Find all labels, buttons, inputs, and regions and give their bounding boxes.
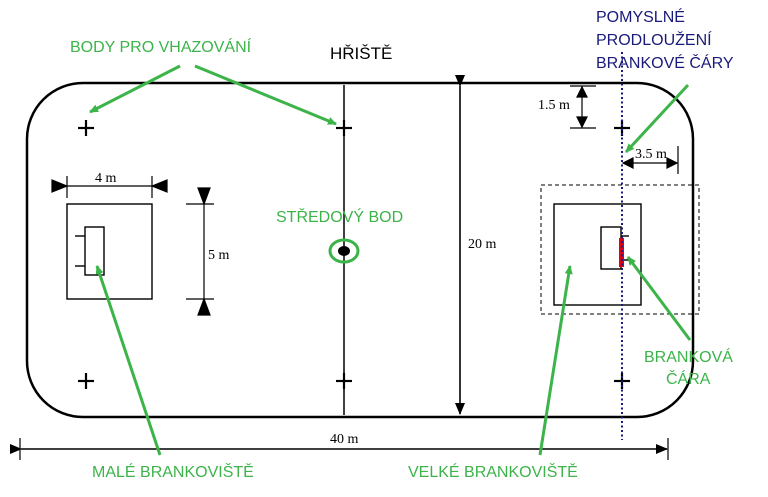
dim-faceoff-offset-label: 1.5 m xyxy=(538,98,570,113)
label-imaginary-extension-2: PRODLOUŽENÍ xyxy=(596,30,712,49)
faceoff-cross-bottom-center xyxy=(336,373,352,389)
right-large-area-dashed xyxy=(540,184,700,315)
dim-width-label: 20 m xyxy=(468,237,497,252)
label-imaginary-extension-1: POMYSLNÉ xyxy=(596,7,685,26)
dim-goal-line-offset xyxy=(621,146,679,174)
goal-line-red xyxy=(619,238,624,267)
arrow-to-faceoff-left xyxy=(89,64,181,114)
faceoff-cross-bottom-left xyxy=(78,373,94,389)
left-goal-area xyxy=(66,203,153,300)
label-center-point: STŘEDOVÝ BOD xyxy=(276,207,403,226)
dim-length-label: 40 m xyxy=(330,432,359,447)
annotation-arrows xyxy=(89,64,692,456)
left-goal-cage xyxy=(84,226,105,276)
arrow-to-faceoff-center xyxy=(194,64,337,126)
dim-area-height xyxy=(186,187,214,316)
left-goal-posts xyxy=(75,235,85,267)
label-faceoff-points: BODY PRO VHAZOVÁNÍ xyxy=(70,37,252,56)
label-goal-line-1: BRANKOVÁ xyxy=(644,347,733,366)
arrow-to-goal-line xyxy=(626,256,692,341)
faceoff-cross-top-center xyxy=(336,120,352,136)
center-dot xyxy=(338,246,350,256)
right-goal-cage xyxy=(600,226,622,270)
label-large-area: VELKÉ BRANKOVIŠTĚ xyxy=(408,462,578,481)
dim-faceoff-offset xyxy=(570,85,596,129)
right-goal-area xyxy=(553,203,642,306)
arrow-to-large-area xyxy=(538,265,573,456)
faceoff-cross-top-left xyxy=(78,120,94,136)
label-small-area: MALÉ BRANKOVIŠTĚ xyxy=(92,462,254,481)
dim-goal-line-offset-label: 3.5 m xyxy=(635,147,667,162)
label-goal-line-2: ČÁRA xyxy=(666,369,711,388)
arrow-to-small-area xyxy=(95,265,162,456)
dim-area-width-label: 4 m xyxy=(95,171,117,186)
dim-area-height-label: 5 m xyxy=(208,248,230,263)
center-highlight-ring xyxy=(328,238,360,264)
arrow-to-goal-extension xyxy=(624,83,690,154)
label-imaginary-extension-3: BRANKOVÉ ČÁRY xyxy=(596,53,734,72)
dim-area-width xyxy=(51,176,168,198)
rink-boundary xyxy=(25,81,695,419)
dim-length xyxy=(10,438,669,460)
faceoff-points xyxy=(78,120,630,389)
rink-title: HŘIŠTĚ xyxy=(330,44,392,63)
